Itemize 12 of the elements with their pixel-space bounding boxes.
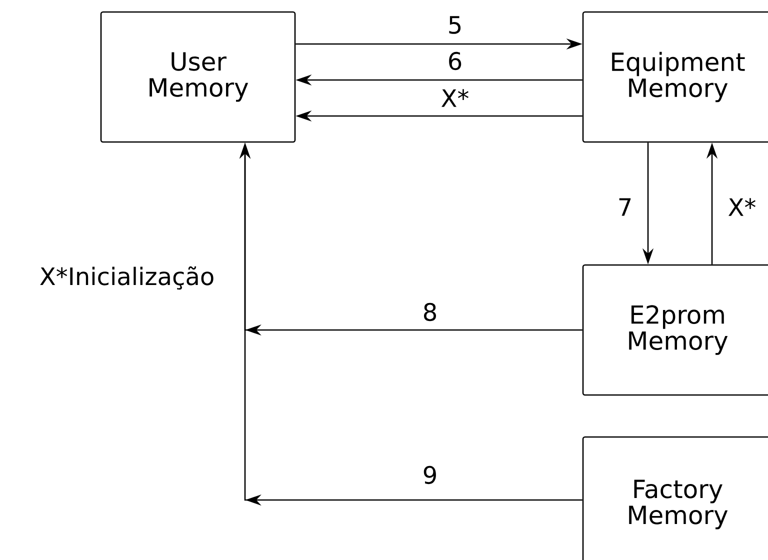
edge-label: 6 [449, 52, 462, 70]
edge-label: 5 [449, 16, 461, 34]
memory-box: User Memory [100, 11, 296, 143]
edge-label: X* [728, 198, 756, 216]
edge-label: 7 [619, 198, 631, 216]
trunk-label: X*Inicialização [40, 266, 214, 290]
edge-label: 9 [424, 466, 436, 484]
memory-box: E2prom Memory [582, 264, 768, 396]
memory-box: Equipment Memory [582, 11, 768, 143]
memory-box: Factory Memory [582, 436, 768, 560]
edge-label: X* [442, 89, 468, 107]
edge-label: 8 [424, 302, 436, 322]
